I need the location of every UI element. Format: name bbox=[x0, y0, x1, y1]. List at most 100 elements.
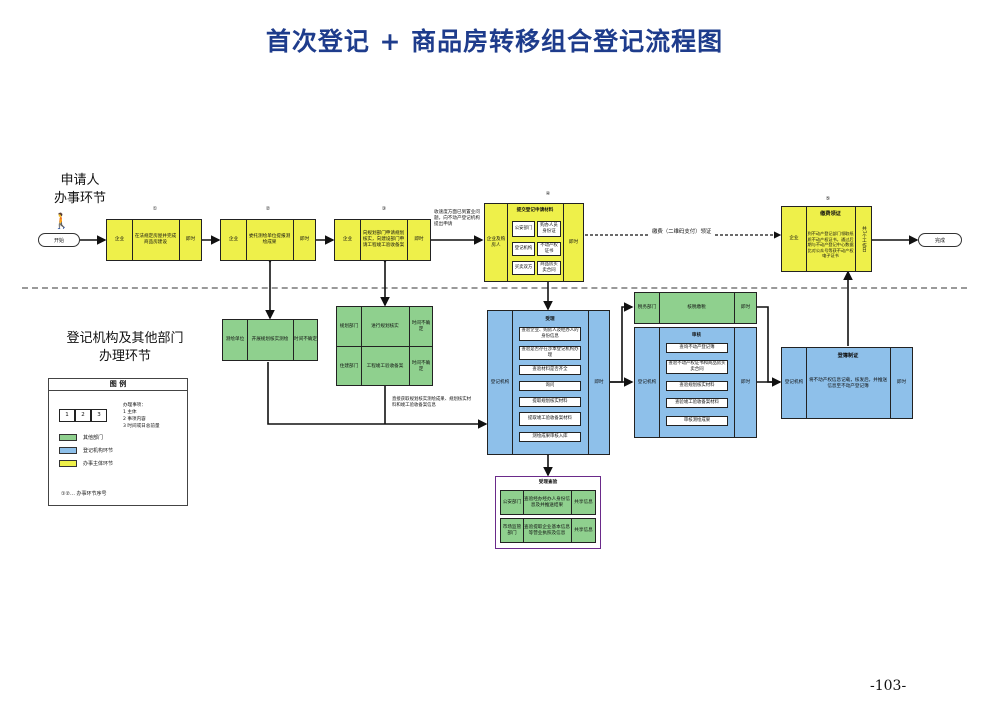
step-5-time: 共1个工作日 bbox=[861, 226, 867, 252]
accept-item: 提取竣工验收备案材料 bbox=[519, 412, 581, 426]
legend-swatch-registry bbox=[59, 447, 77, 454]
legend-cell: 3 bbox=[91, 409, 107, 422]
step-1-number: ① bbox=[152, 206, 158, 212]
legend-swatch-applicant bbox=[59, 460, 77, 467]
step-2-number: ② bbox=[265, 206, 271, 212]
step-4-item: 买卖双方 bbox=[512, 261, 535, 275]
step-4-item: 购办人员身份证 bbox=[537, 221, 561, 237]
share-row-dept: 公安部门 bbox=[502, 499, 522, 505]
applicant-lane-label: 申请人 办事环节 bbox=[35, 172, 125, 207]
legend-seq-note: ①②… 办事环节序号 bbox=[61, 491, 107, 497]
legend-cell: 1 bbox=[59, 409, 75, 422]
review-item: 审核测绘成果 bbox=[666, 416, 728, 426]
legend-swatch-other bbox=[59, 434, 77, 441]
share-box: 受理查验 公安部门 查验经办经办人身份信息及并推送结果 共享信息 市场监管部门 … bbox=[495, 476, 601, 549]
planning-dept: 规划部门 bbox=[339, 323, 359, 329]
housing-dept: 住建部门 bbox=[339, 363, 359, 369]
legend-note: 办理事项： bbox=[123, 403, 146, 408]
accept-box: 登记机构 受理 查验企业、购房人及经办人的身份信息 查验是否存在涉本登记机构办理… bbox=[487, 310, 610, 455]
accept-item: 测绘成果审核入库 bbox=[519, 432, 581, 442]
step-2-actor: 企业 bbox=[228, 237, 239, 243]
step-4-header: 提交登记申请材料 bbox=[516, 208, 554, 214]
accept-header: 受理 bbox=[545, 316, 555, 322]
accept-item: 查验是否存在涉本登记机构办理 bbox=[519, 346, 581, 360]
tax-box: 税务部门 核税缴税 即时 bbox=[634, 292, 757, 324]
step-5-actor: 企业 bbox=[789, 236, 799, 242]
agency-lane-label: 登记机构及其他部门 办理环节 bbox=[50, 330, 200, 365]
applicant-lane-text: 申请人 办事环节 bbox=[53, 173, 106, 206]
review-time: 即时 bbox=[740, 379, 751, 385]
step-5-content: 到不动产登记部门领取纸质不动产权证书，通过后期与不动产登记中心数据比对公众号等获… bbox=[807, 231, 854, 259]
legend-item-label: 办事主体环节 bbox=[83, 461, 114, 467]
review-item: 查询不动产登记簿 bbox=[666, 343, 728, 353]
legend-item-label: 其他部门 bbox=[83, 435, 104, 441]
planning-content: 进行规划核实 bbox=[371, 323, 399, 329]
step-2-content: 委托测绘单位提报测绘成果 bbox=[248, 234, 291, 245]
issue-time: 即时 bbox=[896, 380, 907, 386]
issue-org: 登记机构 bbox=[784, 380, 804, 386]
legend-item-label: 登记机构环节 bbox=[83, 448, 114, 454]
step-4-actor: 企业及购房人 bbox=[486, 236, 506, 248]
lane-divider bbox=[22, 287, 967, 289]
legend: 图 例 1 2 3 办理事项： 1 主体 2 事项内容 3 时间或日总前量 其他… bbox=[48, 378, 188, 506]
accept-item: 查验企业、购房人及经办人的身份信息 bbox=[519, 327, 581, 341]
share-row-time: 共享信息 bbox=[574, 499, 593, 505]
tax-content: 核税缴税 bbox=[687, 305, 706, 311]
survey-box: 测绘单位 开展规划核实测绘 时间不确定 bbox=[222, 319, 318, 361]
legend-title: 图 例 bbox=[49, 379, 187, 391]
step-4-time: 即时 bbox=[568, 239, 579, 245]
step-3-number: ③ bbox=[381, 206, 387, 212]
planning-time: 时间不确定 bbox=[411, 320, 431, 332]
tax-dept: 税务部门 bbox=[637, 305, 657, 311]
step-3-actor: 企业 bbox=[342, 237, 353, 243]
review-header: 审核 bbox=[691, 332, 702, 338]
person-icon: 🚶 bbox=[52, 212, 71, 230]
start-node: 开始 bbox=[38, 233, 80, 247]
step-4-item: 商品房买卖合同 bbox=[537, 261, 561, 275]
step-2-time: 即时 bbox=[299, 237, 310, 243]
accept-org: 登记机构 bbox=[490, 379, 510, 385]
step-2-box: 企业 委托测绘单位提报测绘成果 即时 bbox=[220, 219, 316, 261]
step-4-item: 不动产权证书 bbox=[537, 242, 561, 256]
accept-item: 询问 bbox=[519, 381, 581, 391]
step-4-box: 企业及购房人 提交登记申请材料 公安部门 购办人员身份证 登记机构 不动产权证书… bbox=[484, 203, 584, 282]
share-row-content: 查验提取企业基本信息等营业执照及信息 bbox=[524, 524, 570, 536]
share-row-time: 共享信息 bbox=[574, 527, 593, 533]
survey-dept: 测绘单位 bbox=[225, 337, 245, 343]
page-title: 首次登记 + 商品房转移组合登记流程图 bbox=[265, 27, 724, 56]
step-3-time: 即时 bbox=[414, 237, 424, 243]
step-1-content: 在法规定房屋并完成商品房建设 bbox=[134, 234, 177, 245]
review-item: 查验不动产权证书和商品房买卖合同 bbox=[666, 360, 728, 374]
step-4-number: ④ bbox=[545, 191, 551, 197]
agency-lane-text: 登记机构及其他部门 办理环节 bbox=[66, 331, 184, 364]
review-item: 查验竣工验收备案材料 bbox=[666, 398, 728, 408]
review-org: 登记机构 bbox=[637, 379, 657, 385]
pay-note: 缴费（二维码支付）领证 bbox=[650, 229, 714, 237]
step-5-box: 企业 缴费领证 到不动产登记部门领取纸质不动产权证书，通过后期与不动产登记中心数… bbox=[781, 206, 872, 272]
housing-time: 时间不确定 bbox=[411, 360, 431, 372]
step-1-actor: 企业 bbox=[114, 237, 125, 243]
survey-time: 时间不确定 bbox=[294, 337, 317, 343]
step-5-number: ⑤ bbox=[825, 196, 831, 202]
share-row: 公安部门 查验经办经办人身份信息及并推送结果 共享信息 bbox=[500, 490, 596, 515]
legend-cell: 2 bbox=[75, 409, 91, 422]
share-row-content: 查验经办经办人身份信息及并推送结果 bbox=[524, 496, 570, 508]
accept-item: 提取规划核实材料 bbox=[519, 397, 581, 407]
step-4-item: 登记机构 bbox=[512, 242, 535, 256]
legend-note: 3 时间或日总前量 bbox=[123, 424, 160, 429]
legend-note: 2 事项内容 bbox=[123, 417, 146, 422]
review-item: 查验规划核实材料 bbox=[666, 381, 728, 391]
survey-content: 开展规划核实测绘 bbox=[251, 337, 289, 343]
step-4-item: 公安部门 bbox=[512, 221, 535, 237]
step-3-content: 向规划部门申请规划核实，向建设部门申请工程竣工验收备案 bbox=[362, 231, 405, 248]
housing-content: 工程竣工验收备案 bbox=[366, 363, 404, 369]
issue-content: 将不动产权信息记载，核发后，并推送信息至不动产登记簿 bbox=[808, 378, 888, 389]
pre-step-4-note: 收速度方面已到置业问题，向不动产登记机构提出申请 bbox=[434, 210, 480, 227]
step-3-box: 企业 向规划部门申请规划核实，向建设部门申请工程竣工验收备案 即时 bbox=[334, 219, 431, 261]
end-node: 完成 bbox=[918, 233, 962, 247]
tax-time: 即时 bbox=[740, 305, 751, 311]
planning-box: 规划部门 进行规划核实 时间不确定 住建部门 工程竣工验收备案 时间不确定 bbox=[336, 306, 433, 386]
page-number: -103- bbox=[870, 678, 907, 694]
step-1-time: 即时 bbox=[185, 237, 196, 243]
mapping-info-note: 直接获取规划核实测绘成果、规划核实材料和竣工验收备案信息 bbox=[392, 397, 472, 408]
